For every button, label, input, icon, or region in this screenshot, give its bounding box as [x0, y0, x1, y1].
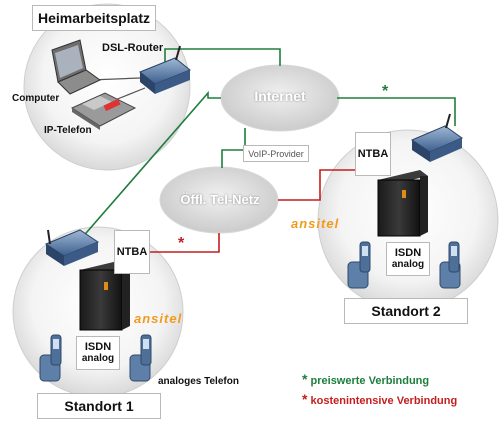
site2-isdn-box: ISDN analog — [386, 242, 430, 276]
ip-phone-label: IP-Telefon — [44, 125, 92, 136]
red-line-telnet-site2 — [278, 169, 355, 201]
site2-isdn-label: ISDN — [394, 247, 422, 259]
site1-router-icon — [44, 229, 100, 266]
site2-analog-label: analog — [391, 259, 425, 270]
site2-pbx-tower-icon — [377, 170, 428, 237]
site1-phone-left-icon — [39, 334, 62, 382]
site1-ntba-box: NTBA — [114, 230, 150, 274]
computer-label: Computer — [12, 93, 60, 104]
analog-phone-label: analoges Telefon — [158, 376, 239, 387]
green-line-home-internet — [164, 48, 281, 66]
voip-provider-box: VoIP-Provider — [243, 145, 309, 162]
site1-isdn-box: ISDN analog — [76, 336, 120, 370]
home-title: Heimarbeitsplatz — [32, 5, 156, 31]
ip-phone-icon — [70, 92, 137, 130]
green-line-marker: * — [382, 83, 389, 100]
red-connections — [150, 169, 355, 253]
legend-red: * kostenintensive Verbindung — [302, 391, 457, 407]
red-line-telnet-site1 — [150, 233, 220, 253]
dsl-router-label: DSL-Router — [102, 42, 164, 54]
green-line-internet-site1 — [79, 90, 221, 241]
red-line-marker: * — [178, 235, 185, 252]
legend-green-marker: * — [302, 371, 308, 387]
site2-ntba-box: NTBA — [355, 132, 391, 176]
legend-green-label: preiswerte Verbindung — [310, 375, 430, 387]
legend-red-marker: * — [302, 391, 308, 407]
site1-pbx-tower-icon — [79, 260, 130, 331]
dsl-router-icon — [139, 45, 191, 94]
site1-phone-right-icon — [129, 334, 152, 382]
site2-phone-right-icon — [439, 241, 461, 289]
site2-ansitel-logo: ansitel — [291, 216, 340, 231]
site1-title: Standort 1 — [37, 393, 161, 419]
site2-router-icon — [410, 113, 464, 162]
laptop-icon — [51, 39, 101, 95]
telnet-label: Öffl. Tel-Netz — [180, 192, 260, 207]
internet-label: Internet — [254, 88, 306, 104]
site2-title: Standort 2 — [344, 298, 468, 324]
site2-phone-left-icon — [347, 241, 371, 289]
legend-red-label: kostenintensive Verbindung — [310, 395, 458, 407]
site1-analog-label: analog — [81, 353, 115, 364]
site1-isdn-label: ISDN — [84, 341, 112, 353]
legend-green: * preiswerte Verbindung — [302, 371, 429, 387]
site1-ansitel-logo: ansitel — [134, 311, 183, 326]
green-line-internet-provider — [221, 128, 246, 168]
green-line-internet-site2 — [337, 97, 456, 126]
green-connections — [79, 48, 456, 241]
